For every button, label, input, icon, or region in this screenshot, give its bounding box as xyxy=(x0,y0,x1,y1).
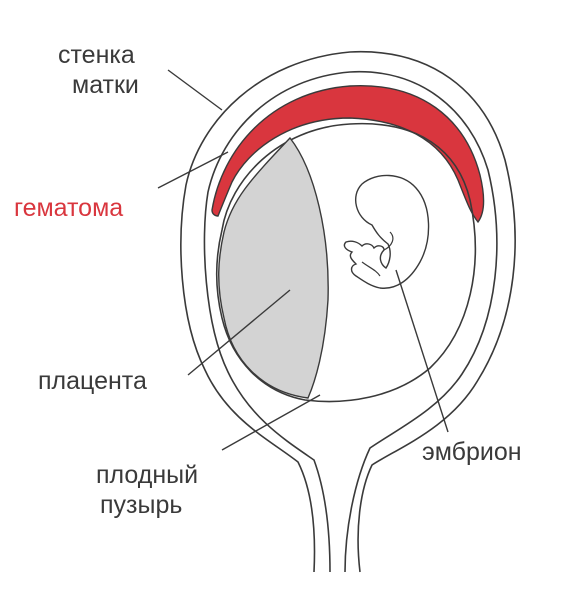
label-amniotic-sac-line1: плодный xyxy=(96,461,199,489)
placenta-shape xyxy=(218,136,329,399)
label-uterine-wall-line1: стенка xyxy=(58,41,135,69)
leader-line-uterine-wall xyxy=(167,69,223,111)
uterus-inner-wall xyxy=(203,71,498,573)
label-amniotic-sac-line2: пузырь xyxy=(100,491,183,519)
leader-line-hematoma xyxy=(157,151,229,189)
uterus-outer-wall xyxy=(180,51,516,573)
label-hematoma: гематома xyxy=(14,194,124,222)
leader-line-amniotic-sac xyxy=(221,394,321,451)
label-placenta: плацента xyxy=(38,367,147,395)
label-embryo: эмбрион xyxy=(422,438,522,466)
leader-line-placenta xyxy=(187,289,291,376)
amniotic-sac-outline xyxy=(215,122,476,403)
embryo-shape xyxy=(343,174,430,289)
label-uterine-wall-line2: матки xyxy=(72,71,139,99)
embryo-limb-detail xyxy=(361,231,394,277)
hematoma-shape xyxy=(211,85,485,224)
leader-line-embryo xyxy=(395,269,449,433)
